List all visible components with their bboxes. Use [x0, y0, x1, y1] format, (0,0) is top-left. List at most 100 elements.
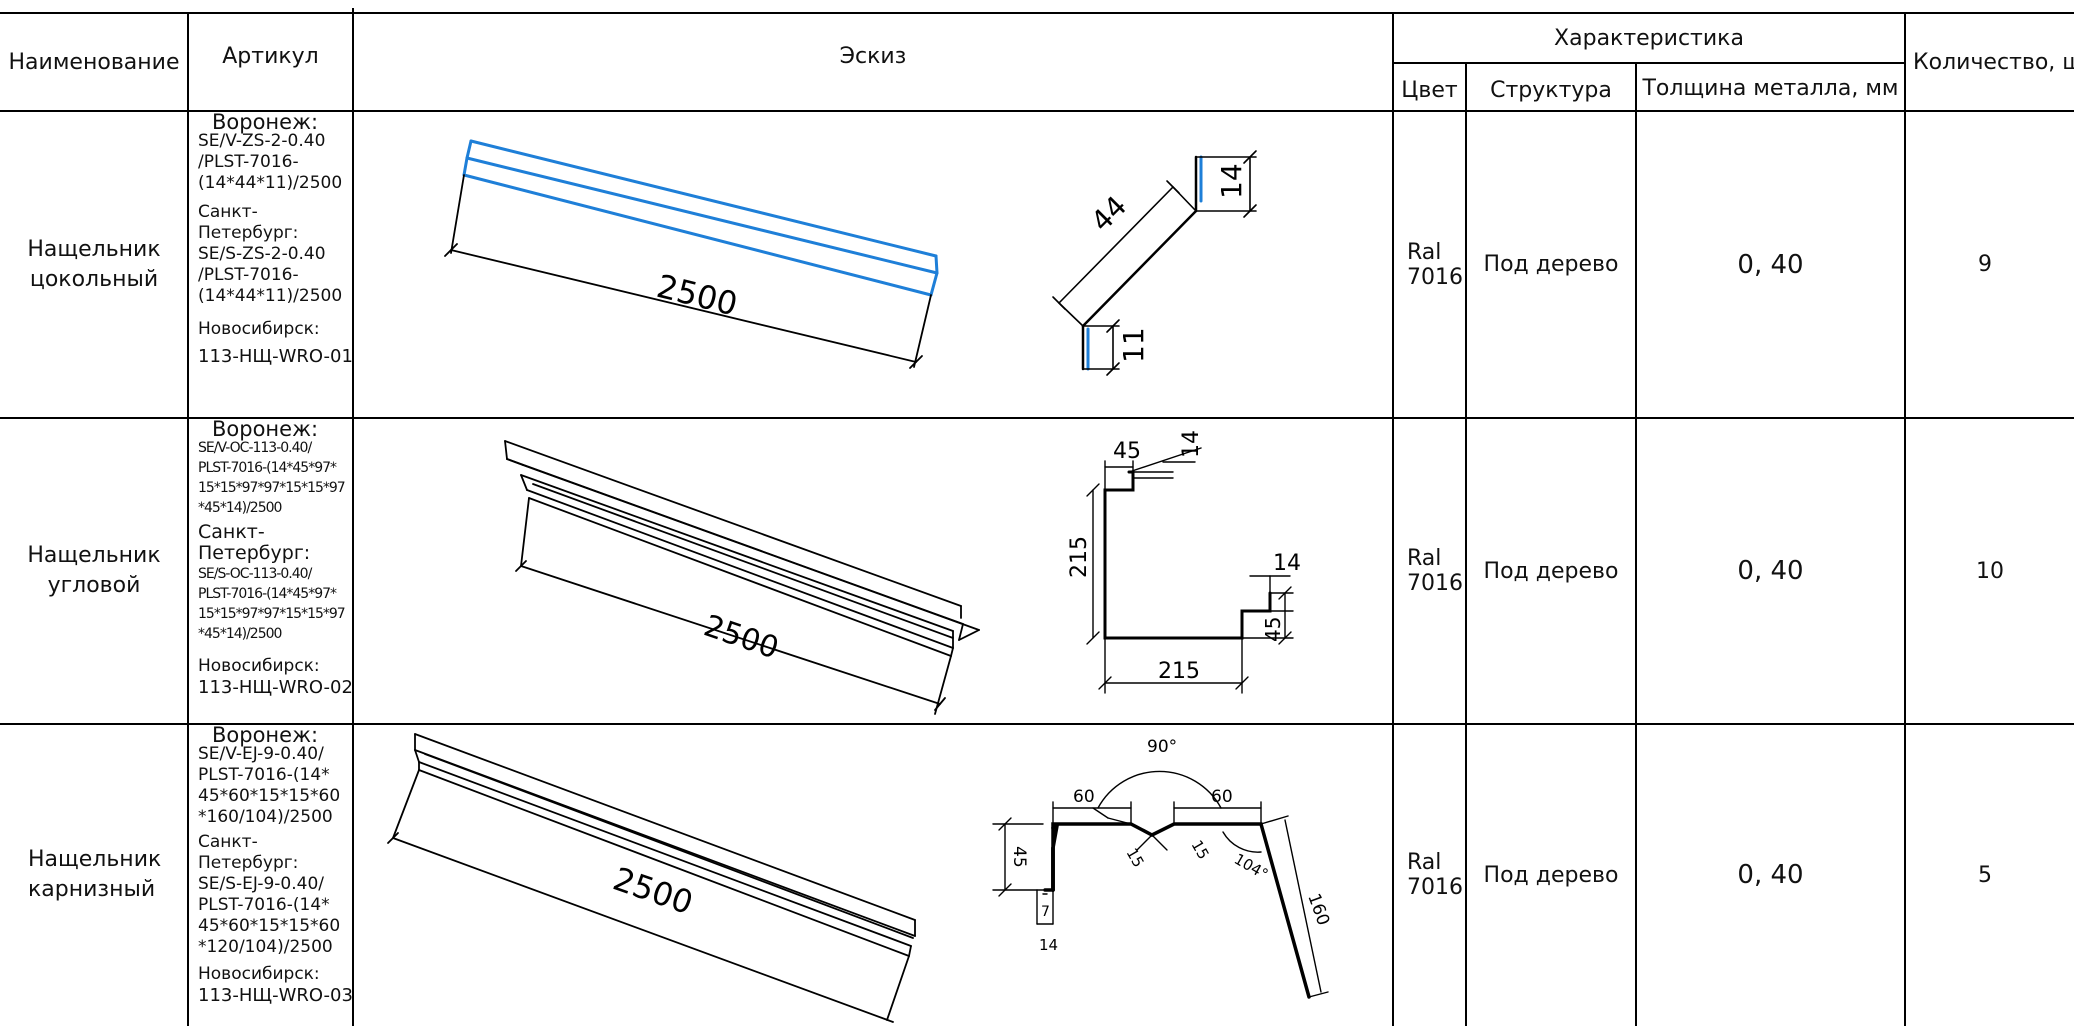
row2-bar-drawing	[504, 440, 980, 715]
row2-color: Ral 7016	[1393, 418, 1466, 724]
row3-sketch-length: 2500	[608, 860, 697, 922]
row3-dim-60-left: 60	[1073, 787, 1095, 807]
row3-bar-drawing	[387, 733, 916, 1023]
row3-structure: Под дерево	[1483, 862, 1619, 888]
row3-voronezh-label: Воронеж:	[212, 723, 319, 747]
row2-name: Нащельник угловой	[0, 418, 188, 724]
row2-dim-14-right: 14	[1273, 551, 1301, 576]
row2-spb-label: Санкт-Петербург:	[198, 521, 311, 564]
row2-spb-code-3: 15*15*97*97*15*15*97	[198, 606, 346, 622]
row2-article: Воронеж: SE/V-OC-113-0.40/ PLST-7016-(14…	[188, 418, 353, 724]
row3-name-line1: Нащельник	[28, 847, 162, 872]
row3-sketch: 2500 90° 60 60 45 15 15 104° 160 7 14	[387, 733, 1333, 1023]
row1-dim-11: 11	[1117, 327, 1150, 363]
row3-color-line2: 7016	[1407, 875, 1463, 900]
header-characteristic: Характеристика	[1554, 25, 1744, 51]
row2-dim-215-bottom: 215	[1158, 659, 1200, 684]
row3-voronezh-code-1: SE/V-EJ-9-0.40/	[198, 744, 324, 764]
row1-sketch: 2500 44 14 11	[444, 139, 1257, 376]
row2-nsk-code: 113-НЩ-WRO-02	[198, 677, 353, 698]
row2-voronezh-code-1: SE/V-OC-113-0.40/	[198, 440, 312, 456]
row3-color-line1: Ral	[1407, 850, 1442, 875]
row3-profile	[1043, 822, 1311, 999]
row2-dim-14-top: 14	[1179, 430, 1204, 458]
row1-spb-code-2: /PLST-7016-	[198, 265, 299, 285]
row1-nsk-label: Новосибирск:	[198, 319, 320, 339]
row3-dim-104: 104°	[1231, 850, 1271, 884]
row1-voronezh-code-2: /PLST-7016-	[198, 152, 299, 172]
row2-structure: Под дерево	[1483, 558, 1619, 584]
row2-spb-code-2: PLST-7016-(14*45*97*	[198, 586, 337, 602]
row1-bar-drawing	[462, 139, 939, 297]
row1-name-line2: цокольный	[29, 266, 159, 292]
row2-thickness: 0, 40	[1737, 556, 1804, 586]
row1-dim-44: 44	[1085, 189, 1134, 238]
row3-spb-code-4: *120/104)/2500	[198, 937, 333, 957]
row1-spb-label: Санкт-Петербург:	[198, 202, 299, 243]
row3-name: Нащельник карнизный	[0, 724, 188, 1026]
row2-name-line2: угловой	[47, 573, 141, 598]
row2-voronezh-code-4: *45*14)/2500	[198, 500, 282, 516]
row1-voronezh-code-3: (14*44*11)/2500	[198, 173, 343, 193]
row1-spb-code-3: (14*44*11)/2500	[198, 286, 343, 306]
row3-voronezh-code-3: 45*60*15*15*60	[198, 786, 341, 806]
row3-nsk-code: 113-НЩ-WRO-03	[198, 985, 353, 1006]
row3-dim-90: 90°	[1147, 737, 1177, 757]
row1-quantity: 9	[1978, 252, 1992, 277]
row3-spb-code-1: SE/S-EJ-9-0.40/	[198, 874, 324, 894]
row3-voronezh-code-2: PLST-7016-(14*	[198, 765, 330, 785]
row3-article: Воронеж: SE/V-EJ-9-0.40/ PLST-7016-(14* …	[188, 724, 353, 1026]
row2-spb-code-4: *45*14)/2500	[198, 626, 282, 642]
row1-name-line1: Нащельник	[27, 236, 161, 262]
row1-color-line1: Ral	[1407, 239, 1442, 265]
row2-voronezh-code-3: 15*15*97*97*15*15*97	[198, 480, 346, 496]
row3-dim-15-left: 15	[1123, 845, 1148, 871]
row1-voronezh-code-1: SE/V-ZS-2-0.40	[198, 131, 326, 151]
row3-spb-code-3: 45*60*15*15*60	[198, 916, 341, 936]
row3-dim-15-right: 15	[1188, 837, 1213, 863]
row2-dim-45-top: 45	[1113, 439, 1141, 464]
row1-spb-code-1: SE/S-ZS-2-0.40	[198, 244, 326, 264]
header-quantity: Количество, шт	[1913, 49, 2074, 75]
row1-color: Ral 7016	[1393, 111, 1466, 418]
row2-nsk-label: Новосибирск:	[198, 656, 320, 676]
row1-profile	[1081, 155, 1198, 371]
row3-name-line2: карнизный	[28, 877, 156, 902]
row3-quantity: 5	[1978, 862, 1992, 888]
header-sketch: Эскиз	[839, 43, 907, 69]
row2-sketch-length: 2500	[699, 608, 783, 666]
row3-dim-60-right: 60	[1211, 787, 1233, 807]
header-article: Артикул	[222, 43, 319, 69]
header-color: Цвет	[1401, 77, 1458, 103]
row3-nsk-label: Новосибирск:	[198, 964, 320, 984]
row2-color-line2: 7016	[1407, 571, 1463, 596]
row2-profile	[1103, 470, 1272, 640]
row3-dim-7: 7	[1041, 904, 1050, 920]
row2-color-line1: Ral	[1407, 546, 1442, 571]
row2-voronezh-label: Воронеж:	[212, 417, 319, 441]
row1-color-line2: 7016	[1407, 264, 1463, 290]
row2-spb-code-1: SE/S-OC-113-0.40/	[198, 566, 312, 582]
header-structure: Структура	[1490, 77, 1612, 103]
row2-quantity: 10	[1976, 558, 2004, 584]
row2-dim-45-right: 45	[1261, 617, 1285, 642]
row3-dim-160: 160	[1303, 891, 1333, 928]
row3-dim-14: 14	[1039, 936, 1058, 954]
row3-spb-label: Санкт-Петербург:	[198, 832, 299, 873]
row2-voronezh-code-2: PLST-7016-(14*45*97*	[198, 460, 337, 476]
row3-thickness: 0, 40	[1737, 860, 1804, 890]
row1-structure: Под дерево	[1483, 252, 1619, 277]
row1-dim-14: 14	[1215, 163, 1248, 199]
row1-name: Нащельник цокольный	[0, 111, 188, 418]
row2-name-line1: Нащельник	[27, 543, 161, 568]
row3-color: Ral 7016	[1393, 724, 1466, 1026]
row1-voronezh-label: Воронеж:	[212, 110, 319, 134]
row3-dim-45: 45	[1009, 846, 1029, 868]
row1-sketch-length: 2500	[653, 267, 741, 324]
header-thickness: Толщина металла, мм	[1642, 75, 1899, 101]
header-name: Наименование	[8, 49, 180, 75]
row3-spb-code-2: PLST-7016-(14*	[198, 895, 330, 915]
row1-thickness: 0, 40	[1737, 249, 1804, 280]
